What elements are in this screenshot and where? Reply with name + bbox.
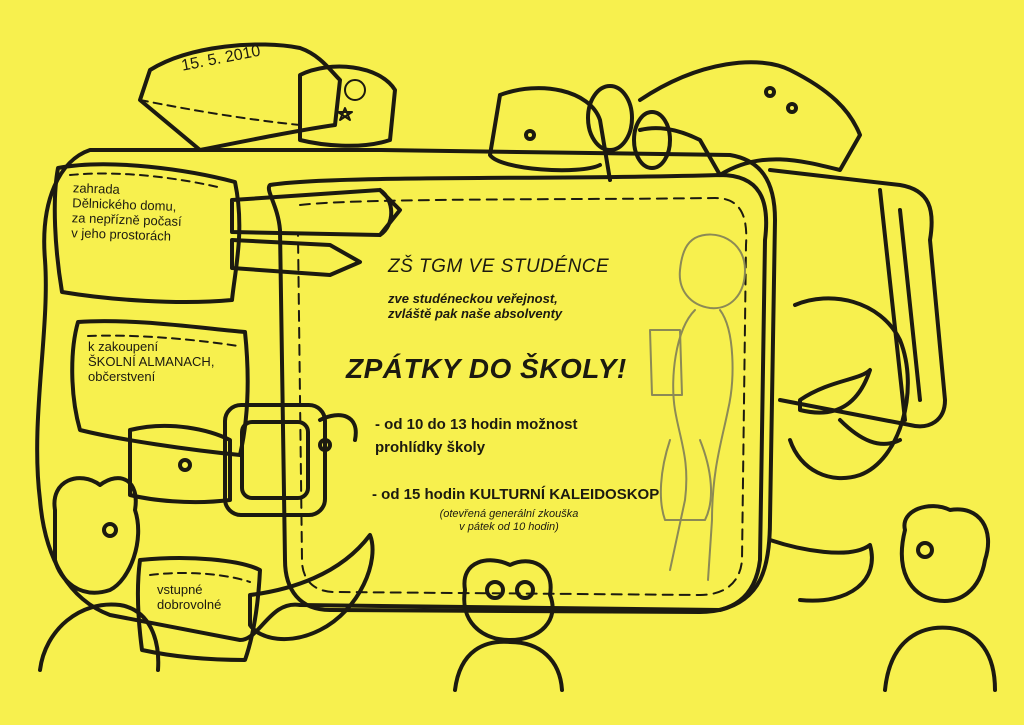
schoolbag-flap: [266, 173, 769, 614]
kid-center-eye: [485, 580, 505, 600]
venue-tag-stitch: [69, 172, 223, 189]
swirl-icon: [344, 79, 366, 101]
headline: ZPÁTKY DO ŠKOLY!: [346, 353, 627, 384]
kid-center-head: [462, 558, 555, 642]
woman-book: [649, 329, 683, 396]
woman-head: [678, 233, 746, 310]
small-pencil: [230, 238, 362, 277]
apple: [788, 296, 910, 481]
schoolbag-outline: [35, 148, 777, 642]
flap-stitching: [297, 197, 748, 596]
buckle-outer: [223, 403, 327, 517]
pencil-case: [298, 64, 397, 148]
invitation-line: zve studéneckou veřejnost,: [388, 291, 558, 306]
strap-hole: [764, 86, 776, 98]
kid-center-eye: [515, 580, 535, 600]
kid-right-body: [883, 625, 997, 692]
book: [768, 168, 947, 429]
kid-center-body: [453, 639, 564, 692]
invitation-line: zvláště pak naše absolventy: [388, 305, 563, 321]
sale-tag: k zakoupení ŠKOLNÍ ALMANACH, občerstvení: [88, 339, 238, 385]
buckle-hole: [178, 458, 192, 472]
woman-bag: [659, 439, 713, 521]
side-strap: [768, 538, 874, 603]
kid-left-hair: [52, 476, 141, 595]
sale-line: k zakoupení: [88, 339, 159, 354]
kid-left-eye: [102, 522, 118, 538]
strap-hole: [786, 102, 798, 114]
sale-line: ŠKOLNÍ ALMANACH,: [88, 353, 215, 369]
strap-top: [638, 60, 862, 177]
kid-left-body: [38, 602, 161, 672]
ring-right: [632, 110, 672, 170]
program-note: (otevřená generální zkouška v pátek od 1…: [424, 508, 594, 533]
venue-tag: zahrada Dělnického domu, za nepřízně poč…: [71, 180, 233, 246]
star-icon: [337, 107, 353, 121]
entry-line: vstupné: [157, 582, 203, 597]
pencil: [230, 188, 402, 237]
kid-right-head: [899, 504, 991, 603]
apple-leaf: [798, 368, 902, 446]
buckle-inner: [240, 420, 310, 500]
entry-tag-stitch: [149, 571, 251, 583]
entry-tag: vstupné dobrovolné: [157, 582, 247, 613]
entry-line: dobrovolné: [157, 596, 222, 612]
entry-tag-shape: [135, 556, 262, 662]
program-item-1: - od 10 do 13 hodin možnost prohlídky šk…: [375, 414, 635, 459]
ring-left: [586, 84, 634, 152]
program-line: prohlídky školy: [375, 438, 486, 456]
kid-right-eye: [916, 541, 934, 559]
handle: [488, 86, 612, 182]
program-item-2: - od 15 hodin KULTURNÍ KALEIDOSKOP: [372, 486, 660, 503]
date-tag-stitch: [139, 99, 301, 126]
book-spine: [878, 188, 922, 422]
strap-hole: [524, 129, 536, 141]
sale-tag-stitch: [87, 334, 239, 347]
invitation: zve studéneckou veřejnost, zvláště pak n…: [388, 291, 668, 322]
program-line: - od 10 do 13 hodin možnost: [375, 416, 578, 433]
school-name: ZŠ TGM VE STUDÉNCE: [388, 256, 610, 277]
note-line: (otevřená generální zkouška: [439, 508, 579, 520]
buckle-strap: [128, 413, 358, 505]
note-line: v pátek od 10 hodin): [459, 520, 559, 533]
venue-tag-shape: [52, 162, 242, 304]
banana: [248, 533, 375, 642]
sale-line: občerstvení: [88, 368, 156, 384]
buckle-hole: [318, 438, 332, 452]
